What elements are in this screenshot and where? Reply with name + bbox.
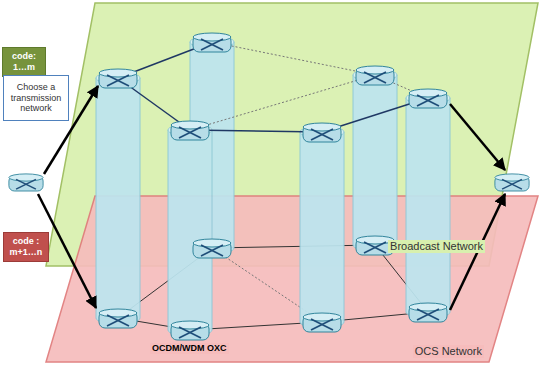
box-text: Choose a transmission network (7, 82, 65, 114)
source-router (9, 174, 43, 191)
code-box: Choose a transmission network (3, 75, 69, 121)
box-text: code: 1…m (6, 51, 42, 73)
plane-shape (46, 196, 538, 362)
oxc-label: OCDM/WDM OXC (150, 343, 229, 354)
code-box: code: 1…m (2, 47, 46, 77)
code-box: code : m+1…n (3, 232, 49, 262)
network-name: OCS Network (413, 345, 484, 358)
network-name: Broadcast Network (388, 240, 485, 253)
box-text: code : m+1…n (7, 236, 45, 258)
destination-router (495, 174, 529, 191)
